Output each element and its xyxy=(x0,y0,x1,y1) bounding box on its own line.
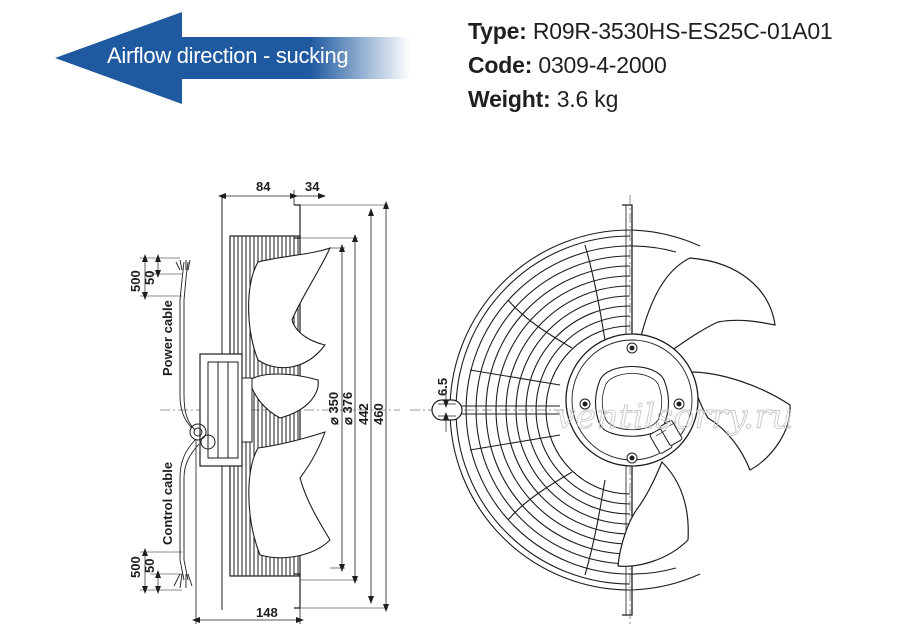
airflow-direction-label: Airflow direction - sucking xyxy=(107,43,349,68)
control-cable-label: Control cable xyxy=(160,462,175,545)
cable-glands-side xyxy=(189,423,216,450)
spec-type-label: Type: xyxy=(468,18,527,44)
motor-side xyxy=(199,353,253,467)
fan-specifications: Type: R09R-3530HS-ES25C-01A01 Code: 0309… xyxy=(468,14,833,116)
spec-code-value: 0309-4-2000 xyxy=(538,52,667,78)
side-view xyxy=(140,190,400,624)
control-cable xyxy=(173,439,200,589)
dim-diameter-350: ⌀ 350 xyxy=(326,392,341,425)
spec-weight-label: Weight: xyxy=(468,86,551,112)
spec-code-label: Code: xyxy=(468,52,533,78)
cable-glands-front xyxy=(649,420,683,454)
fan-blades-side xyxy=(248,247,332,559)
dim-cable-top-500: 500 xyxy=(128,270,143,292)
spec-weight-value: 3.6 kg xyxy=(556,86,619,112)
dim-diameter-376: ⌀ 376 xyxy=(340,392,355,425)
dim-84: 84 xyxy=(256,179,271,194)
dim-34: 34 xyxy=(305,179,320,194)
airflow-direction-arrow: Airflow direction - sucking xyxy=(55,12,410,104)
arrow-left-icon xyxy=(55,12,410,104)
spec-code: Code: 0309-4-2000 xyxy=(468,48,833,82)
spec-weight: Weight: 3.6 kg xyxy=(468,82,833,116)
dim-cable-top-50: 50 xyxy=(142,271,157,285)
spec-type-value: R09R-3530HS-ES25C-01A01 xyxy=(532,18,833,44)
power-cable xyxy=(175,259,196,431)
spec-type: Type: R09R-3530HS-ES25C-01A01 xyxy=(468,14,833,48)
dim-148: 148 xyxy=(256,605,278,620)
fan-blades-front xyxy=(617,257,791,567)
dim-460: 460 xyxy=(371,403,386,425)
dim-6-5: 6.5 xyxy=(435,378,450,396)
power-cable-label: Power cable xyxy=(160,300,175,376)
mount-tab xyxy=(431,399,463,421)
dim-cable-bottom-500: 500 xyxy=(128,556,143,578)
dim-442: 442 xyxy=(356,403,371,425)
watermark: ventilsorry.ru xyxy=(556,397,794,437)
dim-cable-bottom-50: 50 xyxy=(142,559,157,573)
front-view xyxy=(410,195,791,625)
